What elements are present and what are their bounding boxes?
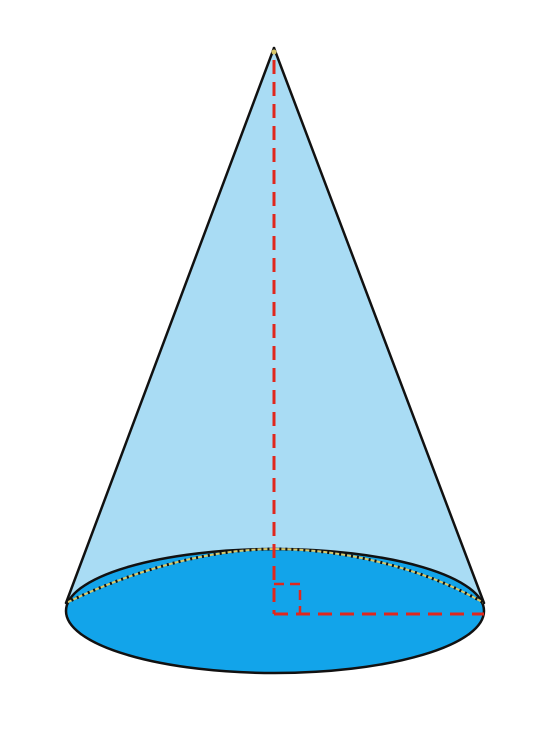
right-slant-edge — [272, 46, 486, 605]
right-angle-marker — [274, 582, 302, 614]
left-slant-edge — [64, 46, 276, 605]
apex — [271, 49, 277, 55]
